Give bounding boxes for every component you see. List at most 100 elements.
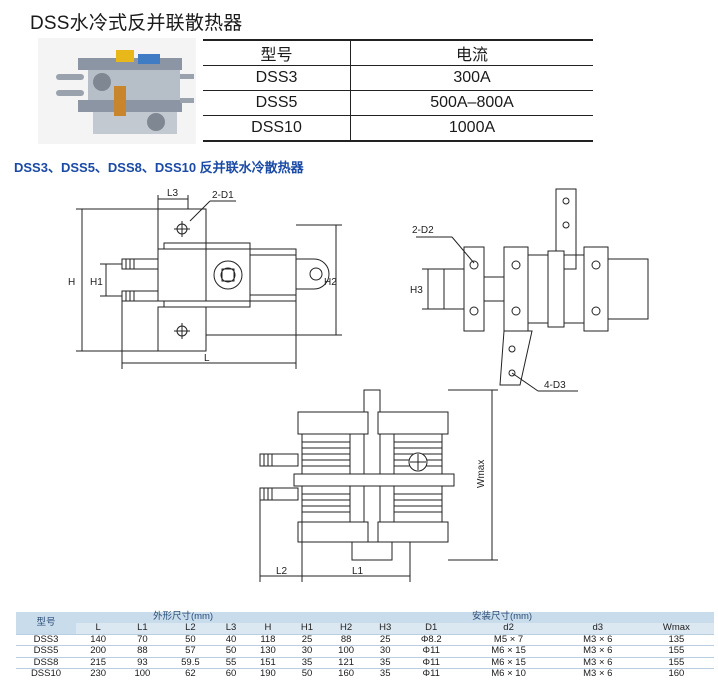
spec-cell: 93: [120, 656, 165, 669]
spec-cell: 57: [164, 645, 217, 657]
spec-col-header: L3: [216, 622, 246, 634]
spec-cell: 200: [76, 645, 121, 657]
dim-label-l3: L3: [167, 188, 179, 199]
spec-cell: 50: [164, 633, 217, 646]
spec-column-header-row: L L1 L2 L3 H H1 H2 H3 D1 d2 d3 Wmax: [16, 622, 714, 634]
spec-cell: 230: [76, 668, 121, 680]
spec-cell: 160: [638, 668, 714, 680]
assembly-view-drawing: Wmax L2 L1: [259, 389, 498, 582]
current-cell: 300A: [350, 65, 593, 91]
spec-cell: 160: [323, 668, 369, 680]
spec-cell: 140: [76, 633, 121, 646]
dim-label-4-d3: 4-D3: [544, 380, 566, 391]
spec-cell: 60: [216, 668, 246, 680]
model-cell: DSS5: [203, 90, 352, 116]
dim-label-h3: H3: [410, 285, 423, 296]
dim-label-l: L: [204, 353, 210, 364]
spec-install-header: 安装尺寸(mm): [290, 612, 714, 623]
spec-cell: M3 × 6: [556, 656, 639, 669]
spec-cell: M6 × 10: [460, 668, 557, 680]
page-title: DSS水冷式反并联散热器: [30, 13, 243, 34]
model-cell: DSS3: [203, 65, 352, 91]
spec-outer-header: 外形尺寸(mm): [76, 612, 291, 623]
spec-col-header: Wmax: [638, 622, 714, 634]
current-cell: 500A–800A: [350, 90, 593, 116]
dim-label-2-d2: 2-D2: [412, 225, 434, 236]
spec-cell: 190: [245, 668, 291, 680]
spec-col-header: d3: [556, 622, 639, 634]
spec-col-header: d2: [460, 622, 557, 634]
spec-cell: 59.5: [164, 656, 217, 669]
spec-cell: 50: [290, 668, 324, 680]
spec-col-header: L1: [120, 622, 165, 634]
spec-cell: 118: [245, 633, 291, 646]
current-cell: 1000A: [350, 115, 593, 142]
model-cell: DSS10: [203, 115, 352, 142]
spec-cell: 30: [290, 645, 324, 657]
dim-label-l1: L1: [352, 566, 364, 577]
table-row: DSS5 200 88 57 50 130 30 100 30 Φ11 M6 ×…: [16, 645, 714, 657]
spec-cell: 25: [368, 633, 403, 646]
dimension-spec-table: 型号 外形尺寸(mm) 安装尺寸(mm) L L1 L2 L3 H H1 H2 …: [16, 612, 714, 680]
model-current-table: 型号 电流 DSS3 300A DSS5 500A–800A DSS10 100…: [203, 39, 593, 142]
spec-col-header: L2: [164, 622, 217, 634]
spec-cell: M3 × 6: [556, 668, 639, 680]
spec-model-cell: DSS5: [16, 645, 76, 657]
spec-cell: 25: [290, 633, 324, 646]
spec-cell: 155: [638, 645, 714, 657]
spec-cell: 88: [323, 633, 369, 646]
table-row: DSS10 1000A: [203, 115, 593, 142]
table-row: DSS3 140 70 50 40 118 25 88 25 Φ8.2 M5 ×…: [16, 633, 714, 646]
table-row: DSS3 300A: [203, 65, 593, 91]
spec-col-header: H2: [323, 622, 369, 634]
spec-model-cell: DSS3: [16, 633, 76, 646]
spec-cell: M3 × 6: [556, 633, 639, 646]
spec-cell: 88: [120, 645, 165, 657]
spec-col-header: D1: [402, 622, 461, 634]
spec-col-header: H: [245, 622, 291, 634]
spec-cell: 40: [216, 633, 246, 646]
spec-cell: 55: [216, 656, 246, 669]
table-row: DSS5 500A–800A: [203, 90, 593, 116]
spec-col-header: H3: [368, 622, 403, 634]
spec-cell: 30: [368, 645, 403, 657]
spec-cell: 130: [245, 645, 291, 657]
spec-cell: 35: [290, 656, 324, 669]
spec-cell: 50: [216, 645, 246, 657]
dim-label-h1: H1: [90, 277, 103, 288]
drawings-title: DSS3、DSS5、DSS8、DSS10 反并联水冷散热器: [14, 160, 304, 175]
spec-cell: 121: [323, 656, 369, 669]
spec-cell: 62: [164, 668, 217, 680]
dim-label-l2: L2: [276, 566, 288, 577]
spec-cell: Φ11: [402, 656, 461, 669]
spec-group-header-row: 型号 外形尺寸(mm) 安装尺寸(mm): [16, 612, 714, 634]
spec-cell: 35: [368, 668, 403, 680]
side-view-drawing: L3 2-D1 H H1 H2 L: [68, 188, 342, 369]
spec-model-header: 型号: [16, 612, 76, 634]
spec-cell: Φ11: [402, 668, 461, 680]
spec-cell: 135: [638, 633, 714, 646]
spec-cell: M6 × 15: [460, 645, 557, 657]
spec-cell: 100: [323, 645, 369, 657]
spec-cell: M3 × 6: [556, 645, 639, 657]
spec-cell: 215: [76, 656, 121, 669]
spec-cell: 100: [120, 668, 165, 680]
dim-label-2-d1: 2-D1: [212, 190, 234, 201]
dim-label-h: H: [68, 277, 75, 288]
table-row: DSS8 215 93 59.5 55 151 35 121 35 Φ11 M6…: [16, 656, 714, 669]
spec-cell: Φ11: [402, 645, 461, 657]
spec-cell: Φ8.2: [402, 633, 461, 646]
spec-cell: M5 × 7: [460, 633, 557, 646]
product-photo: [38, 38, 196, 144]
spec-col-header: L: [76, 622, 121, 634]
model-header: 型号: [203, 39, 352, 66]
dim-label-wmax: Wmax: [476, 460, 487, 488]
spec-cell: 151: [245, 656, 291, 669]
spec-cell: 70: [120, 633, 165, 646]
spec-cell: 35: [368, 656, 403, 669]
front-view-drawing: 2-D2 H3 4-D3: [410, 188, 649, 392]
spec-model-cell: DSS8: [16, 656, 76, 669]
dim-label-h2: H2: [324, 277, 337, 288]
spec-model-cell: DSS10: [16, 668, 76, 680]
spec-cell: M6 × 15: [460, 656, 557, 669]
